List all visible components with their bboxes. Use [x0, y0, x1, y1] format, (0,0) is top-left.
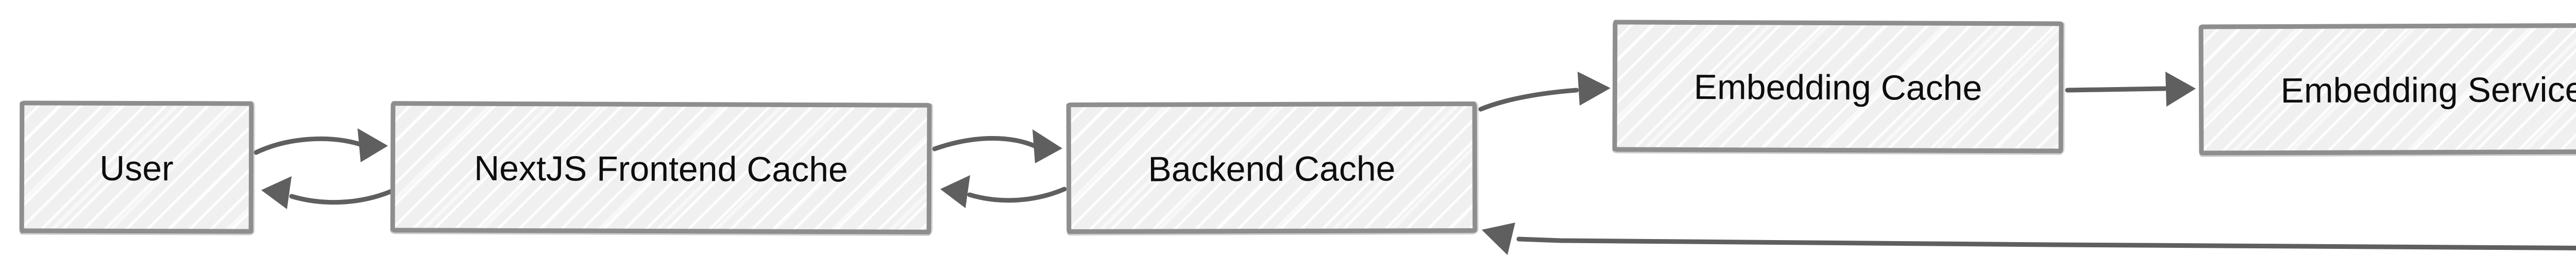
node-nextjs-frontend-cache-label: NextJS Frontend Cache	[474, 148, 848, 189]
node-embedding-cache-label: Embedding Cache	[1693, 67, 1982, 108]
node-nextjs-frontend-cache: NextJS Frontend Cache	[390, 101, 932, 234]
node-embedding-service-label: Embedding Service	[2280, 70, 2576, 111]
arrow-nextjs-to-backend	[932, 129, 1062, 163]
node-user-label: User	[99, 148, 174, 188]
arrow-backend-to-embedding-cache	[1478, 72, 1611, 112]
node-embedding-cache: Embedding Cache	[1612, 20, 2064, 154]
node-backend-cache: Backend Cache	[1066, 101, 1478, 234]
node-embedding-service: Embedding Service	[2198, 23, 2576, 156]
arrow-backend-to-nextjs	[940, 175, 1067, 208]
node-user: User	[19, 100, 254, 234]
node-backend-cache-label: Backend Cache	[1148, 148, 1396, 189]
arrow-embedding-cache-to-embedding-service	[2065, 72, 2196, 107]
arrow-vector-database-to-backend	[1482, 223, 2576, 255]
arrow-user-to-nextjs	[253, 128, 388, 162]
arrow-nextjs-to-user	[261, 176, 394, 209]
